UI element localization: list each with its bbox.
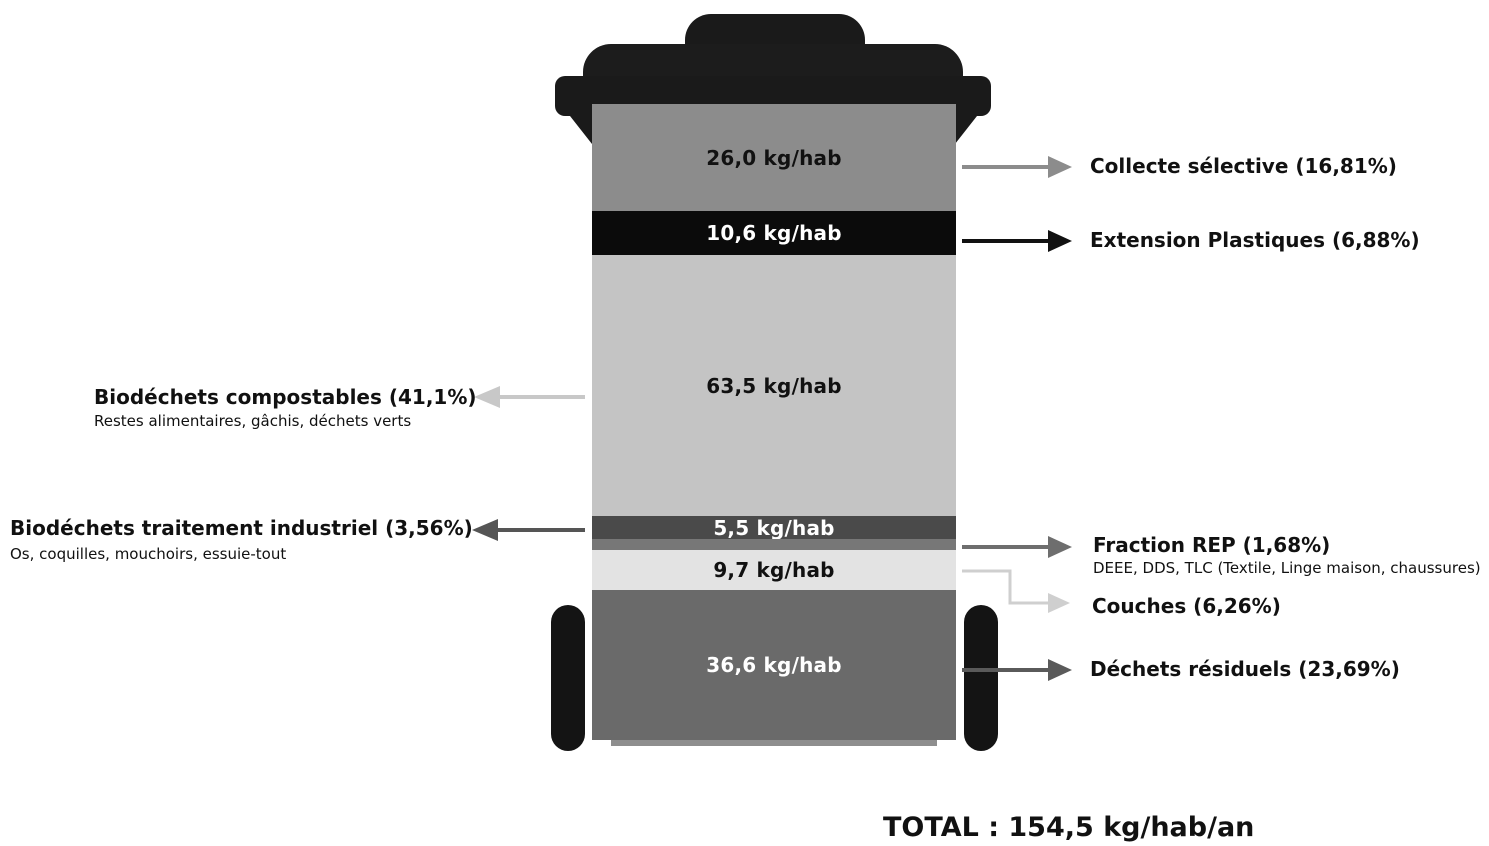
segment-biodechets-compostables-label: 63,5 kg/hab	[706, 373, 842, 398]
bin-base	[611, 740, 937, 746]
callout-fraction-rep-subtitle: DEEE, DDS, TLC (Textile, Linge maison, c…	[1093, 559, 1481, 577]
segment-collecte-selective-label: 26,0 kg/hab	[706, 145, 842, 170]
bin-lid-top	[583, 44, 963, 82]
segment-dechets-residuels-label: 36,6 kg/hab	[706, 653, 842, 677]
bin-hinge-right	[955, 116, 977, 144]
callout-collecte-selective-title: Collecte sélective (16,81%)	[1090, 154, 1397, 178]
segment-collecte-selective: 26,0 kg/hab	[592, 104, 956, 211]
segment-dechets-residuels: 36,6 kg/hab	[592, 590, 956, 740]
callout-biodechets-compostables-subtitle: Restes alimentaires, gâchis, déchets ver…	[94, 412, 412, 430]
segment-extension-plastiques: 10,6 kg/hab	[592, 211, 956, 255]
segment-couches-label: 9,7 kg/hab	[713, 558, 835, 582]
segment-biodechets-industriel-label: 5,5 kg/hab	[713, 515, 835, 540]
segment-biodechets-industriel: 5,5 kg/hab	[592, 515, 956, 540]
callout-biodechets-compostables-title: Biodéchets compostables (41,1%)	[94, 385, 477, 409]
callout-couches-title: Couches (6,26%)	[1092, 594, 1281, 618]
total-label: TOTAL : 154,5 kg/hab/an	[883, 812, 1255, 843]
callout-extension-plastiques-title: Extension Plastiques (6,88%)	[1090, 228, 1420, 252]
arrow-rep	[962, 536, 1072, 558]
bin-body: 26,0 kg/hab 10,6 kg/hab 63,5 kg/hab 5,5 …	[592, 104, 956, 740]
callout-biodechets-industriel-title: Biodéchets traitement industriel (3,56%)	[10, 516, 473, 540]
arrow-industriel	[472, 519, 585, 541]
segment-extension-plastiques-label: 10,6 kg/hab	[706, 221, 842, 245]
arrow-residuels	[962, 659, 1072, 681]
arrow-compostables	[474, 386, 585, 408]
callout-dechets-residuels-title: Déchets résiduels (23,69%)	[1090, 657, 1400, 681]
bin-wheel-left	[551, 605, 585, 751]
segment-biodechets-compostables: 63,5 kg/hab	[592, 255, 956, 516]
arrow-couches	[962, 569, 1070, 613]
arrow-plastiques	[962, 230, 1072, 252]
callout-fraction-rep-title: Fraction REP (1,68%)	[1093, 533, 1331, 557]
bin-wheel-right	[964, 605, 998, 751]
segment-couches: 9,7 kg/hab	[592, 550, 956, 590]
arrow-collecte	[962, 156, 1072, 178]
bin-hinge-left	[570, 116, 592, 144]
callout-biodechets-industriel-subtitle: Os, coquilles, mouchoirs, essuie-tout	[10, 545, 287, 563]
segment-fraction-rep	[592, 539, 956, 550]
